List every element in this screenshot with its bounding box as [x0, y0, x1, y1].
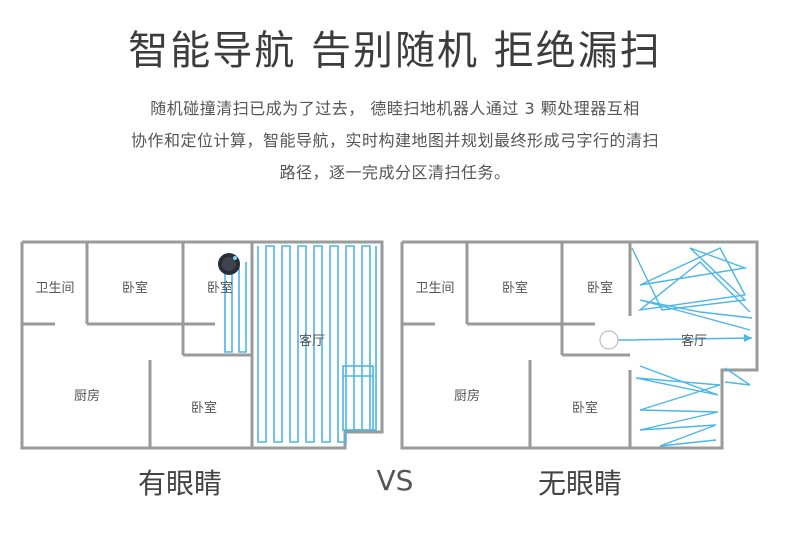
description-line-3: 路径，逐一完成分区清扫任务。	[279, 163, 511, 182]
robot-vacuum-icon	[218, 253, 240, 275]
description-line-1: 随机碰撞清扫已成为了过去， 德睦扫地机器人通过 3 颗处理器互相	[150, 99, 640, 118]
page-title: 智能导航 告别随机 拒绝漏扫	[128, 28, 662, 74]
room-label-kitchen: 厨房	[74, 388, 100, 404]
caption-without-eyes: 无眼睛	[537, 467, 622, 500]
room-label-bedroom: 卧室	[191, 400, 217, 416]
robot-vacuum-icon	[599, 330, 619, 350]
room-label-bedroom: 卧室	[587, 280, 613, 296]
room-label-bathroom: 卫生间	[35, 281, 74, 296]
caption-with-eyes: 有眼睛	[137, 467, 222, 500]
room-label-bathroom: 卫生间	[415, 281, 454, 296]
floor-plan-diagrams: 卫生间 卧室 卧室 客厅 厨房 卧室 卫生间 卧室 卧室 客厅 厨房 卧室	[20, 240, 759, 450]
room-label-kitchen: 厨房	[454, 388, 480, 404]
room-label-bedroom: 卧室	[122, 280, 148, 296]
room-label-bedroom: 卧室	[502, 280, 528, 296]
room-label-living-room: 客厅	[681, 333, 707, 349]
room-label-bedroom: 卧室	[572, 400, 598, 416]
room-label-living-room: 客厅	[299, 333, 325, 349]
room-label-bedroom: 卧室	[207, 280, 233, 296]
left-floor-plan	[20, 240, 384, 450]
versus-label: VS	[376, 464, 414, 497]
right-floor-plan	[400, 240, 759, 450]
description-line-2: 协作和定位计算，智能导航，实时构建地图并规划最终形成弓字行的清扫	[130, 131, 659, 150]
